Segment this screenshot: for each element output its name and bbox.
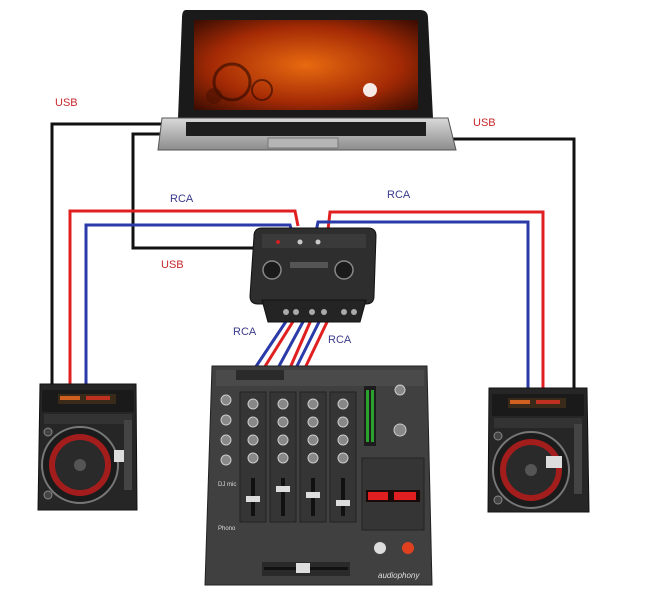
mixer-channels xyxy=(239,391,357,523)
usb-label-interface: USB xyxy=(161,259,184,271)
rca-cable-right-blue xyxy=(314,220,530,392)
rca-cable-mixer-red-2 xyxy=(288,319,313,369)
rca-label-left: RCA xyxy=(170,193,194,205)
usb-cable-right xyxy=(430,137,576,390)
usb-cable-left xyxy=(50,122,168,385)
usb-label-left: USB xyxy=(55,97,78,109)
mixer-dj-label: DJ mic xyxy=(218,482,236,488)
rca-cable-left-red xyxy=(68,209,300,388)
usb-label-right: USB xyxy=(473,117,496,129)
mixer-phono-label: Phono xyxy=(218,526,236,532)
cd-player-right xyxy=(487,387,590,513)
rca-label-mixer-right: RCA xyxy=(328,334,352,346)
audio-interface-icon xyxy=(249,227,377,323)
dj-mixer-icon: DJ mic Phono audiophony xyxy=(204,365,433,586)
rca-label-mixer-left: RCA xyxy=(233,326,257,338)
rca-cable-mixer-red-3 xyxy=(303,319,330,369)
cd-player-left xyxy=(37,383,138,511)
laptop-icon xyxy=(157,10,457,151)
mixer-brand: audiophony xyxy=(378,571,420,580)
rca-cable-mixer-blue-1 xyxy=(253,319,289,369)
rca-label-right: RCA xyxy=(387,189,411,201)
rca-cable-mixer-blue-3 xyxy=(294,319,322,369)
rca-cable-mixer-blue-2 xyxy=(276,319,306,369)
rca-cable-mixer-red-1 xyxy=(262,319,296,369)
usb-cable-interface xyxy=(131,132,258,250)
cables xyxy=(50,122,576,392)
